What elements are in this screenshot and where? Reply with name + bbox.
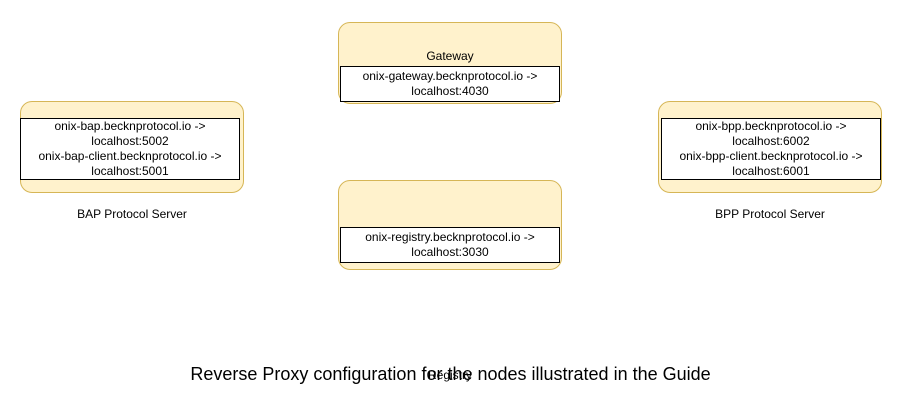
node-gateway-title: Gateway — [426, 49, 474, 63]
mapping-line: onix-gateway.becknprotocol.io -> — [362, 69, 538, 83]
mapping-line: localhost:6002 — [732, 134, 810, 148]
mapping-line: localhost:5001 — [91, 164, 169, 178]
node-bap-title: BAP Protocol Server — [77, 207, 187, 221]
diagram-caption: Reverse Proxy configuration for the node… — [190, 364, 711, 384]
mapping-line: localhost:5002 — [91, 134, 169, 148]
node-gateway-mappings: onix-gateway.becknprotocol.io -> localho… — [340, 66, 560, 102]
mapping-line: onix-bap.becknprotocol.io -> — [54, 119, 206, 133]
node-registry-mappings: onix-registry.becknprotocol.io -> localh… — [340, 227, 560, 263]
node-bpp-title: BPP Protocol Server — [715, 207, 825, 221]
node-registry-title: Registry — [427, 368, 472, 382]
mapping-line: onix-bpp-client.becknprotocol.io -> — [679, 149, 863, 163]
mapping-line: onix-registry.becknprotocol.io -> — [365, 230, 535, 244]
mapping-line: localhost:6001 — [732, 164, 810, 178]
mapping-line: onix-bpp.becknprotocol.io -> — [695, 119, 847, 133]
mapping-line: localhost:4030 — [411, 84, 489, 98]
node-bap-mappings: onix-bap.becknprotocol.io -> localhost:5… — [20, 118, 240, 180]
mapping-line: localhost:3030 — [411, 245, 489, 259]
mapping-line: onix-bap-client.becknprotocol.io -> — [38, 149, 222, 163]
node-bpp-mappings: onix-bpp.becknprotocol.io -> localhost:6… — [661, 118, 881, 180]
